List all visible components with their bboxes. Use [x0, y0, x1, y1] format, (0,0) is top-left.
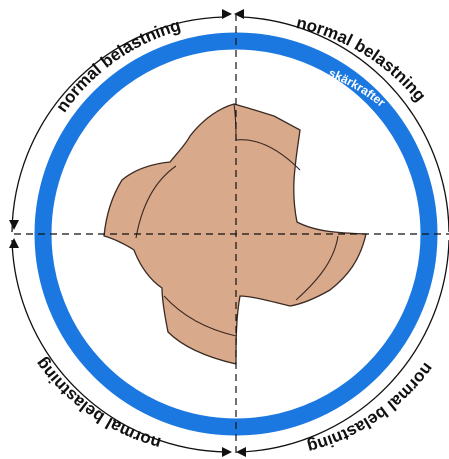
- arc-top-right: [241, 16, 449, 233]
- flute-edge-bottom: [163, 295, 237, 337]
- arc-bottom-left: [11, 239, 229, 453]
- arrowhead-left-lower: [9, 238, 19, 248]
- arc-top-left: [11, 16, 225, 233]
- arrowhead-left-upper: [9, 220, 19, 230]
- flute-edge-right: [295, 235, 339, 301]
- flute-edge-left: [135, 165, 177, 239]
- label-normal-load-top-left: normal belastning: [52, 16, 183, 116]
- arrowhead-top-right: [234, 9, 244, 19]
- arrowheads: [9, 9, 246, 457]
- outer-load-arcs: [11, 16, 449, 453]
- arrowhead-bottom-left: [222, 447, 232, 457]
- arc-bottom-right: [239, 239, 449, 453]
- label-cutting-forces: skärkrafter: [327, 66, 389, 110]
- center-lines: [14, 14, 449, 456]
- arrowhead-bottom-right: [236, 447, 246, 457]
- flute-edge-top: [235, 139, 301, 171]
- arrowhead-top-left: [222, 9, 232, 19]
